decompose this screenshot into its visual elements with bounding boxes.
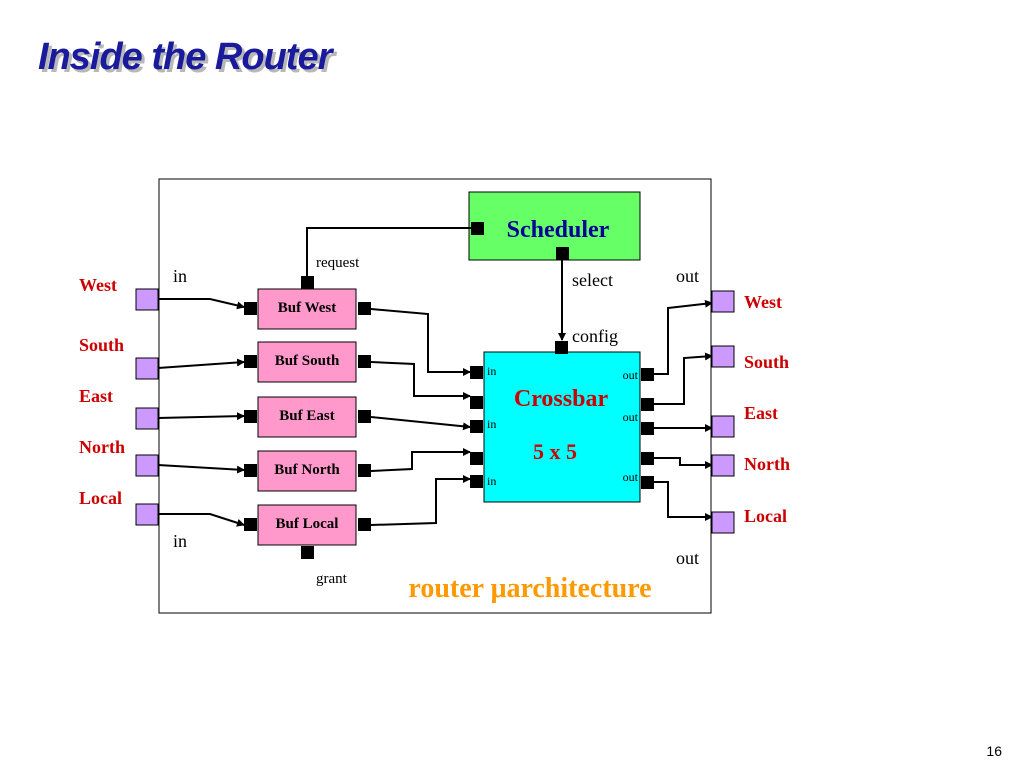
request-port <box>301 276 314 289</box>
scheduler-label: Scheduler <box>507 217 610 243</box>
crossbar-input-port <box>470 475 483 488</box>
crossbar-out-label-3: out <box>623 470 639 484</box>
slide-title: Inside the Router <box>38 36 332 78</box>
output-port-east: East <box>711 403 778 438</box>
crossbar-in-label-1: in <box>487 364 496 378</box>
scheduler-request-port <box>471 222 484 235</box>
input-port-box <box>135 407 159 430</box>
crossbar-block <box>483 351 641 503</box>
config-label: config <box>572 326 618 346</box>
crossbar-ports <box>470 366 654 489</box>
input-port-south: South <box>79 335 159 380</box>
crossbar-output-port <box>641 398 654 411</box>
output-port-box <box>711 345 735 368</box>
buffer-label: Buf North <box>274 462 340 478</box>
input-port-box <box>135 288 159 311</box>
buffer-buf-local: Buf Local <box>244 504 371 546</box>
input-port-box <box>135 454 159 477</box>
crossbar-input-port <box>470 366 483 379</box>
crossbar-in-label-3: in <box>487 474 496 488</box>
grant-label: grant <box>316 571 348 587</box>
output-port-label: West <box>744 292 782 312</box>
select-label: select <box>572 270 613 290</box>
crossbar-size-label: 5 x 5 <box>533 439 577 464</box>
output-port-box <box>711 511 735 534</box>
buffer-buf-east: Buf East <box>244 396 371 438</box>
output-port-label: Local <box>744 506 787 526</box>
buffer-output-port <box>358 518 371 531</box>
crossbar-config-port <box>555 341 568 354</box>
input-port-box <box>135 503 159 526</box>
buffer-input-port <box>244 410 257 423</box>
output-port-box <box>711 415 735 438</box>
output-port-west: West <box>711 290 782 313</box>
buffer-label: Buf East <box>279 408 334 424</box>
crossbar-label: Crossbar <box>514 386 609 412</box>
output-port-label: North <box>744 454 790 474</box>
output-port-local: Local <box>711 506 787 534</box>
buffer-input-port <box>244 518 257 531</box>
input-port-east: East <box>79 386 159 430</box>
input-port-label: Local <box>79 488 122 508</box>
buffer-input-port <box>244 464 257 477</box>
buffer-output-port <box>358 410 371 423</box>
crossbar-output-port <box>641 422 654 435</box>
page-number: 16 <box>986 743 1002 759</box>
wires <box>157 227 713 527</box>
out-label-top: out <box>676 266 699 286</box>
input-port-north: North <box>79 437 159 477</box>
buffer-output-port <box>358 302 371 315</box>
out-label-bottom: out <box>676 548 699 568</box>
scheduler-block <box>468 191 641 261</box>
buffer-label: Buf South <box>275 353 340 369</box>
input-port-local: Local <box>79 488 159 526</box>
input-port-box <box>135 357 159 380</box>
buffer-buf-west: Buf West <box>244 288 371 330</box>
input-port-west: West <box>79 275 159 311</box>
output-port-label: East <box>744 403 778 423</box>
crossbar-in-label-2: in <box>487 417 496 431</box>
buffer-buf-north: Buf North <box>244 450 371 492</box>
crossbar-output-port <box>641 476 654 489</box>
input-port-label: West <box>79 275 117 295</box>
buffer-output-port <box>358 355 371 368</box>
crossbar-input-port <box>470 452 483 465</box>
crossbar-output-port <box>641 368 654 381</box>
output-port-box <box>711 454 735 477</box>
buffer-buf-south: Buf South <box>244 341 371 383</box>
diagram-caption: router μarchitecture <box>408 573 651 604</box>
crossbar-output-port <box>641 452 654 465</box>
crossbar-input-port <box>470 420 483 433</box>
crossbar-out-label-1: out <box>623 368 639 382</box>
in-label-bottom: in <box>173 531 187 551</box>
buffer-label: Buf Local <box>276 516 339 532</box>
scheduler-select-port <box>556 247 569 260</box>
input-port-label: East <box>79 386 113 406</box>
output-port-box <box>711 290 735 313</box>
in-label-top: in <box>173 266 187 286</box>
buffer-label: Buf West <box>278 300 336 316</box>
buffer-output-port <box>358 464 371 477</box>
crossbar-input-port <box>470 396 483 409</box>
buffer-input-port <box>244 355 257 368</box>
grant-port <box>301 546 314 559</box>
request-label: request <box>316 255 360 271</box>
output-port-north: North <box>711 454 790 477</box>
input-port-label: South <box>79 335 124 355</box>
crossbar-out-label-2: out <box>623 410 639 424</box>
input-port-label: North <box>79 437 125 457</box>
output-port-south: South <box>711 345 789 372</box>
buffer-input-port <box>244 302 257 315</box>
output-port-label: South <box>744 352 789 372</box>
